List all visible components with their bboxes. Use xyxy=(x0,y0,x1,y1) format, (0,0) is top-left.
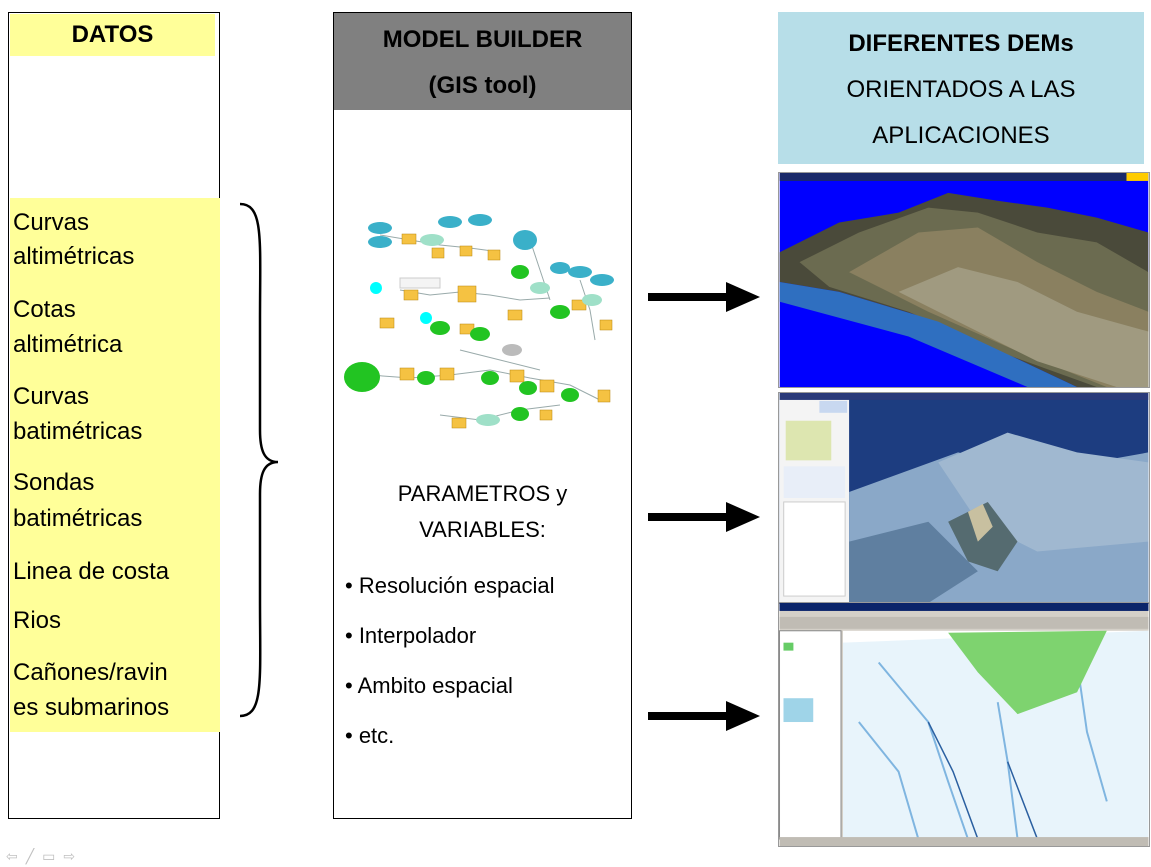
dems-header: DIFERENTES DEMs ORIENTADOS A LAS APLICAC… xyxy=(778,12,1144,164)
menu-icon[interactable]: ▭ xyxy=(42,848,64,864)
datos-item: Curvas xyxy=(13,209,90,236)
datos-header: DATOS xyxy=(10,14,215,56)
dems-title-line3: APLICACIONES xyxy=(872,122,1050,149)
bullet-item: • Interpolador xyxy=(345,623,477,648)
bullet-item: • Ambito espacial xyxy=(345,673,513,698)
datos-item: batimétricas xyxy=(13,505,143,532)
datos-item: Curvas xyxy=(13,383,90,410)
parametros-line2: VARIABLES: xyxy=(419,517,546,542)
datos-list: Curvas altimétricas Cotas altimétrica Cu… xyxy=(10,198,220,732)
curly-brace xyxy=(239,202,279,718)
dems-title-line1: DIFERENTES DEMs xyxy=(848,30,1074,57)
pen-icon[interactable]: ╱ xyxy=(25,848,43,864)
datos-item: Cañones/ravin xyxy=(13,659,168,686)
bullet-item: • etc. xyxy=(345,723,395,748)
dem-terrain-image xyxy=(778,172,1150,388)
arrow-right-2 xyxy=(648,502,760,532)
datos-item: Linea de costa xyxy=(13,558,170,585)
dems-title-line2: ORIENTADOS A LAS xyxy=(846,76,1076,103)
slide-nav-icons[interactable]: ⇦╱▭⇨ xyxy=(6,848,83,865)
datos-item: Sondas xyxy=(13,469,95,496)
arrow-right-1 xyxy=(648,282,760,312)
datos-item: es submarinos xyxy=(13,694,170,721)
bullet-list: • Resolución espacial • Interpolador • A… xyxy=(345,561,630,761)
datos-item: Rios xyxy=(13,607,62,634)
model-builder-header: MODEL BUILDER (GIS tool) xyxy=(334,13,631,110)
datos-item: batimétricas xyxy=(13,418,143,445)
datos-item: Cotas xyxy=(13,296,76,323)
next-slide-icon[interactable]: ⇨ xyxy=(63,848,84,864)
datos-item: altimétricas xyxy=(13,243,135,270)
model-builder-title-line1: MODEL BUILDER xyxy=(382,26,583,53)
parametros-line1: PARAMETROS y xyxy=(397,481,568,506)
datos-title: DATOS xyxy=(71,21,154,48)
model-builder-diagram-image xyxy=(344,214,614,429)
bullet-item: • Resolución espacial xyxy=(345,573,555,598)
parametros-heading: PARAMETROS y VARIABLES: xyxy=(334,476,631,548)
prev-slide-icon[interactable]: ⇦ xyxy=(6,848,26,864)
datos-item: altimétrica xyxy=(13,331,123,358)
dem-viewer-image xyxy=(778,392,1150,604)
dem-arcview-image xyxy=(778,602,1150,847)
model-builder-title-line2: (GIS tool) xyxy=(428,72,537,99)
arrow-right-3 xyxy=(648,701,760,731)
